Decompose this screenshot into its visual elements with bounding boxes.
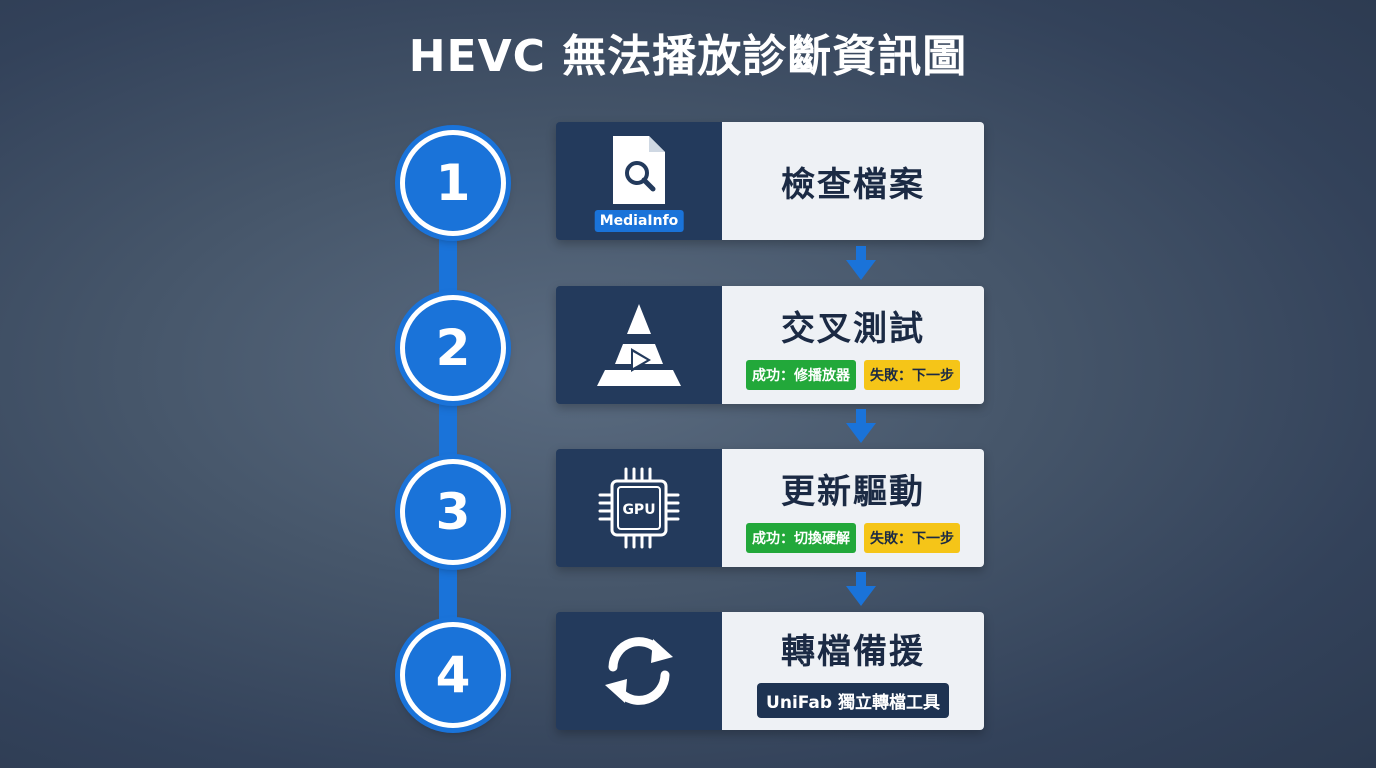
gpu-label: GPU bbox=[622, 502, 655, 518]
vlc-cone-icon bbox=[597, 304, 681, 386]
step-card-4-body: 轉檔備援 UniFab 獨立轉檔工具 bbox=[722, 612, 984, 730]
fail-badge: 失敗：下一步 bbox=[864, 359, 960, 390]
step-3-outcomes: 成功：切換硬解 失敗：下一步 bbox=[746, 522, 960, 553]
step-card-4-icon-panel bbox=[556, 612, 722, 730]
gpu-chip-icon: GPU bbox=[598, 467, 680, 549]
down-arrow-icon bbox=[846, 246, 876, 280]
step-card-1-body: 檢查檔案 bbox=[722, 122, 984, 240]
file-search-icon bbox=[613, 136, 665, 204]
success-badge: 成功：修播放器 bbox=[746, 359, 856, 390]
fail-badge: 失敗：下一步 bbox=[864, 522, 960, 553]
step-card-2-icon-panel bbox=[556, 286, 722, 404]
mediainfo-tag: MediaInfo bbox=[594, 210, 684, 232]
step-title-4: 轉檔備援 bbox=[781, 632, 925, 672]
step-card-3-icon-panel: GPU bbox=[556, 449, 722, 567]
step-card-4: 轉檔備援 UniFab 獨立轉檔工具 bbox=[556, 612, 984, 730]
step-title-3: 更新驅動 bbox=[781, 471, 925, 512]
step-card-2-body: 交叉測試 成功：修播放器 失敗：下一步 bbox=[722, 286, 984, 404]
step-number-1: 1 bbox=[400, 130, 506, 236]
step-card-2: 交叉測試 成功：修播放器 失敗：下一步 bbox=[556, 286, 984, 404]
success-badge: 成功：切換硬解 bbox=[746, 522, 856, 553]
down-arrow-icon bbox=[846, 409, 876, 443]
refresh-icon bbox=[605, 637, 673, 705]
step-card-1-icon-panel: MediaInfo bbox=[556, 122, 722, 240]
step-2-outcomes: 成功：修播放器 失敗：下一步 bbox=[746, 359, 960, 390]
step-title-1: 檢查檔案 bbox=[781, 164, 925, 205]
step-card-3: GPU 更新驅動 成功：切換硬解 失敗：下一步 bbox=[556, 449, 984, 567]
step-card-3-body: 更新驅動 成功：切換硬解 失敗：下一步 bbox=[722, 449, 984, 567]
step-number-4: 4 bbox=[400, 622, 506, 728]
unifab-tag: UniFab 獨立轉檔工具 bbox=[757, 683, 949, 718]
step-number-2: 2 bbox=[400, 295, 506, 401]
step-number-3: 3 bbox=[400, 459, 506, 565]
page-title: HEVC 無法播放診斷資訊圖 bbox=[408, 31, 968, 82]
timeline-line bbox=[439, 180, 457, 670]
down-arrow-icon bbox=[846, 572, 876, 606]
step-card-1: MediaInfo 檢查檔案 bbox=[556, 122, 984, 240]
step-title-2: 交叉測試 bbox=[781, 308, 925, 349]
